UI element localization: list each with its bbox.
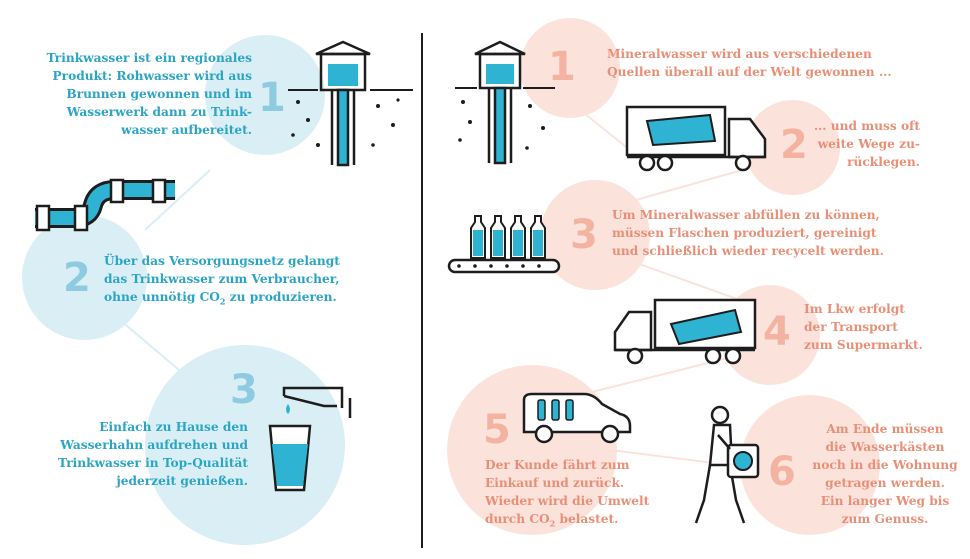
right-step-5-number: 5 (483, 407, 511, 453)
right-step-3-circle (540, 180, 650, 290)
left-step-2-circle (22, 215, 147, 340)
right-step-6-text: Am Ende müssen die Wasserkästen noch in … (812, 422, 958, 526)
right-step-2-text: ... und muss oft weite Wege zu- rücklege… (813, 119, 920, 169)
right-step-5-text: Der Kunde fährt zum Einkauf und zurück. … (485, 458, 650, 529)
left-step-1-number: 1 (258, 75, 286, 121)
right-step-1-text: Mineralwasser wird aus verschiedenen Que… (607, 47, 892, 79)
right-step-6-circle (740, 395, 880, 535)
right-step-1-number: 1 (548, 44, 576, 90)
left-step-3-number: 3 (230, 367, 258, 413)
truck-icon (625, 105, 767, 172)
left-step-2-number: 2 (63, 255, 91, 301)
left-step-1-text: Trinkwasser ist ein regionales Produkt: … (46, 51, 252, 137)
car-icon (522, 392, 632, 444)
left-step-1-circle (205, 35, 325, 155)
right-step-1-circle (520, 18, 620, 118)
bottle-conveyor-icon (447, 215, 561, 274)
right-step-4-text: Im Lkw erfolgt der Transport zum Superma… (804, 302, 923, 352)
left-step-2-text: Über das Versorgungsnetz gelangt das Tri… (104, 254, 340, 307)
right-step-6-number: 6 (768, 449, 796, 495)
right-step-2-number: 2 (780, 122, 808, 168)
pipe-icon (35, 178, 175, 232)
left-step-3-text: Einfach zu Hause den Wasserhahn aufdrehe… (58, 420, 248, 488)
section-divider (421, 33, 423, 548)
faucet-glass-icon (268, 386, 352, 492)
person-carrying-crate-icon (694, 405, 760, 524)
delivery-truck-icon (613, 298, 757, 365)
well-icon (288, 40, 413, 167)
spring-well-icon (455, 40, 555, 165)
right-step-3-number: 3 (570, 212, 598, 258)
right-step-3-text: Um Mineralwasser abfüllen zu können, müs… (612, 208, 884, 258)
left-step-3-circle (145, 345, 345, 545)
right-step-4-number: 4 (763, 309, 791, 355)
